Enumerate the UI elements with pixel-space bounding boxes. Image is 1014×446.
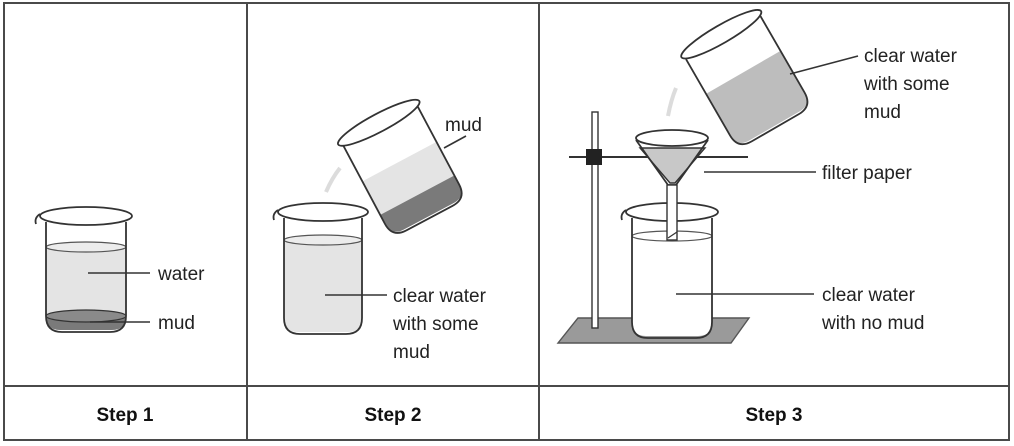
pour-mixture-fill xyxy=(706,50,808,144)
label-filtrate-2: with no mud xyxy=(821,313,924,334)
label-mud: mud xyxy=(445,115,482,136)
mixture-fill xyxy=(284,240,362,332)
stand-rod xyxy=(591,111,599,329)
label-pour-3: mud xyxy=(864,102,901,123)
label-water: water xyxy=(157,264,205,285)
panel-frame xyxy=(3,2,1010,441)
beaker-spout xyxy=(34,213,41,225)
beaker-glass xyxy=(283,218,363,335)
beaker-rim xyxy=(277,202,369,222)
beaker-receiving xyxy=(272,202,369,335)
label-filter-paper: filter paper xyxy=(822,163,912,184)
mixture-surface xyxy=(283,234,363,246)
pour-beaker-rim xyxy=(680,9,763,60)
label-filtrate-1: clear water xyxy=(822,285,916,306)
pour-stream xyxy=(666,87,678,117)
label-mixture-2: with some xyxy=(392,314,479,335)
stem-tip xyxy=(667,231,678,239)
water-fill xyxy=(46,247,126,330)
panel-step-3: clear water with some mud filter paper c… xyxy=(556,9,958,426)
beaker-pouring xyxy=(680,9,809,146)
filter-paper xyxy=(638,147,707,184)
pour-beaker-rim xyxy=(337,98,421,147)
outer-border xyxy=(3,2,1010,441)
pour-beaker-glass xyxy=(685,15,809,146)
pour-mud-fill xyxy=(380,175,462,232)
step-3-label: Step 3 xyxy=(745,405,802,426)
water-surface xyxy=(45,241,127,253)
filtrate-fill xyxy=(632,235,712,336)
step-1-label: Step 1 xyxy=(96,405,153,426)
mud-surface xyxy=(45,309,127,323)
beaker-rim xyxy=(39,206,133,226)
pour-stream xyxy=(324,166,342,193)
beaker-pouring xyxy=(337,98,463,234)
label-mud: mud xyxy=(158,313,195,334)
funnel xyxy=(635,129,709,241)
panel-step-1: water mud Step 1 xyxy=(34,206,205,426)
leader-pour-mixture xyxy=(789,55,859,75)
beaker-spout xyxy=(272,209,279,221)
label-pour-2: with some xyxy=(863,74,950,95)
beaker-spout xyxy=(620,209,627,221)
panel-step-2: mud clear water with some mud Step 2 xyxy=(272,98,487,426)
funnel-rim xyxy=(635,129,709,147)
step-2-label: Step 2 xyxy=(364,405,421,426)
leader-mud xyxy=(443,135,467,149)
label-mixture-3: mud xyxy=(393,342,430,363)
beaker-water-mud xyxy=(34,206,133,333)
label-pour-1: clear water xyxy=(864,46,958,67)
clamp-boss xyxy=(586,149,602,165)
funnel-stem xyxy=(666,184,678,241)
label-mixture-1: clear water xyxy=(393,286,487,307)
pour-beaker-glass xyxy=(342,106,463,234)
beaker-glass xyxy=(631,218,713,339)
